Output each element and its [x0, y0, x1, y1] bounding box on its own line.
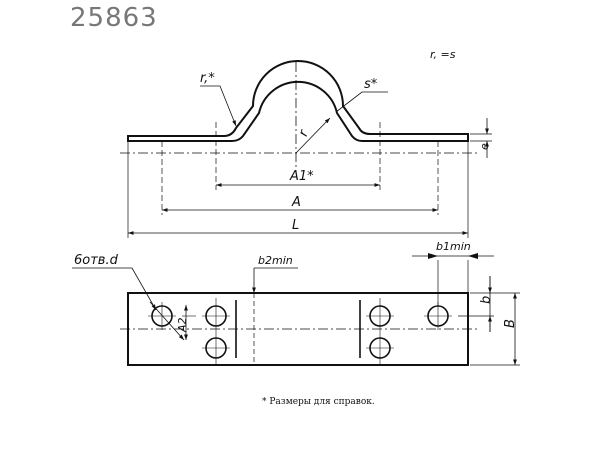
side-view	[120, 60, 492, 238]
leader-s	[335, 91, 388, 113]
label-e: e	[478, 143, 491, 150]
leader-holes	[72, 267, 157, 311]
label-r1: r,*	[200, 71, 215, 86]
label-b1min: b1min	[436, 240, 471, 253]
dim-r	[295, 117, 331, 154]
label-a2: A2	[176, 317, 189, 333]
label-b2min: b2min	[258, 254, 293, 267]
label-b: b	[479, 296, 494, 304]
label-holes: 6отв.d	[74, 253, 119, 268]
leader-r1	[200, 85, 237, 127]
label-a1: A1*	[289, 169, 314, 184]
label-s: s*	[364, 77, 378, 92]
hole-diameter-line	[149, 301, 185, 341]
drawing-number: 25863	[70, 3, 158, 33]
strip-profile	[127, 60, 469, 142]
label-a: A	[291, 195, 301, 210]
label-l: L	[292, 218, 299, 233]
footnote: * Размеры для справок.	[262, 397, 375, 407]
top-view	[72, 253, 520, 366]
label-B: B	[503, 319, 518, 328]
label-r: r	[296, 127, 312, 139]
radius-note: r, =s	[430, 48, 456, 61]
